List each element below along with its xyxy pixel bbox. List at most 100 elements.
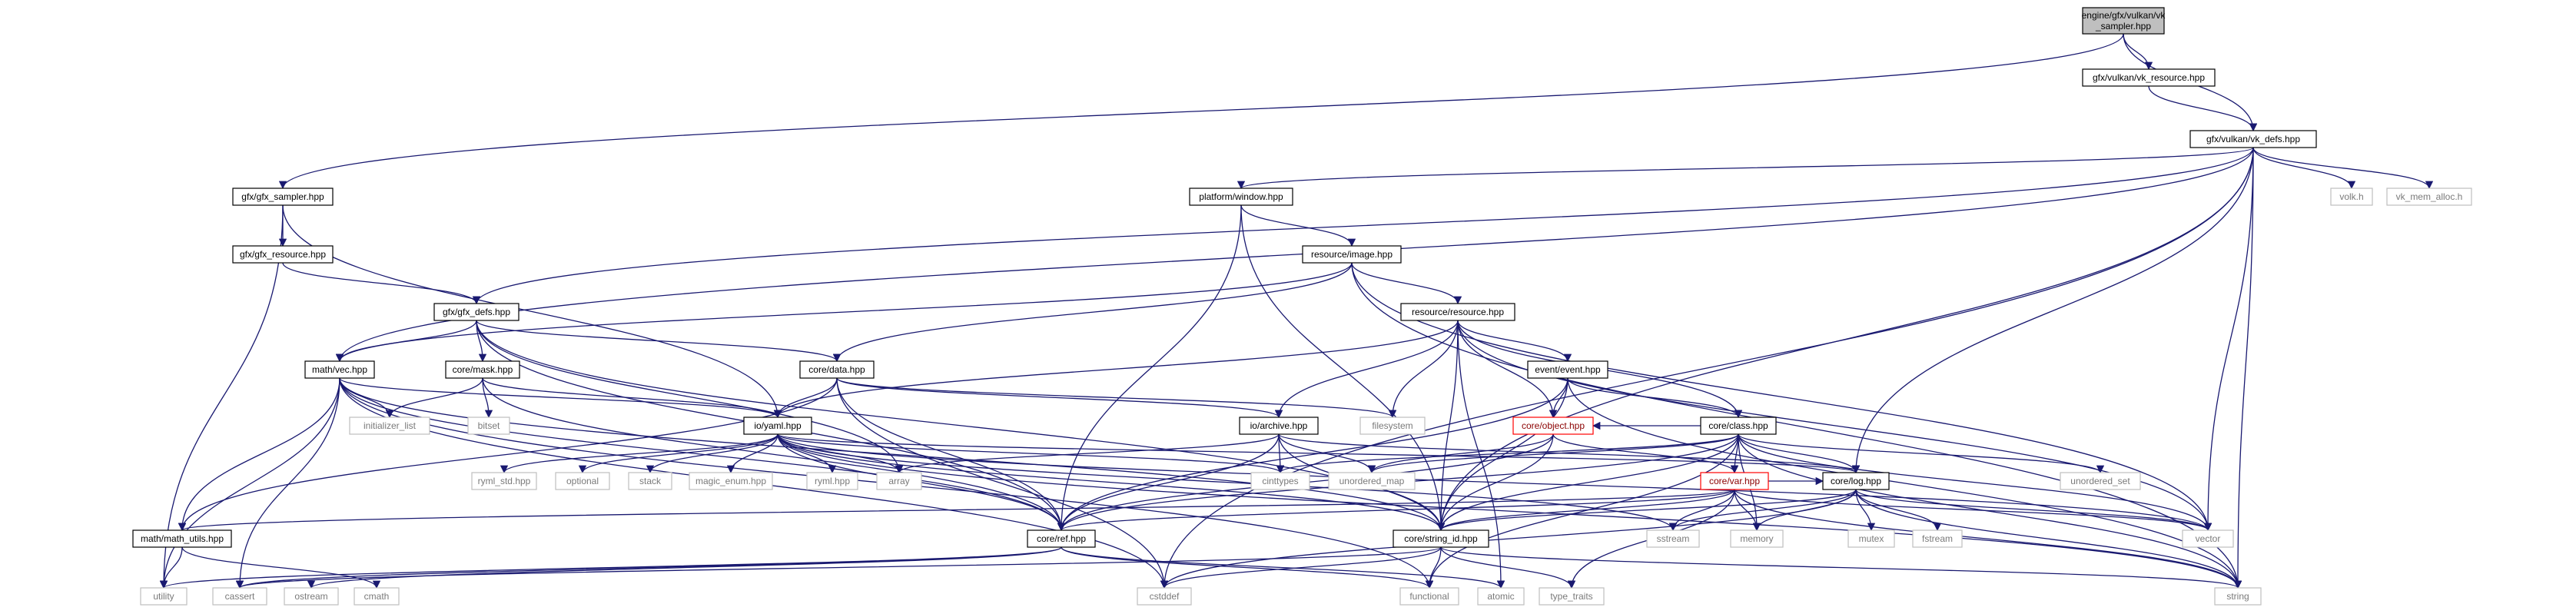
edge-core_class-to-cinttypes — [1276, 433, 1739, 474]
edge-gfx_resource-to-gfx_defs — [282, 262, 481, 305]
node-box — [689, 472, 773, 490]
node-io-yaml[interactable]: io/yaml.hpp — [743, 417, 812, 435]
edge-core_var-to-vector — [1734, 489, 2212, 532]
node-gfx-resource[interactable]: gfx/gfx_resource.hpp — [232, 245, 334, 264]
node-core-log[interactable]: core/log.hpp — [1822, 472, 1890, 490]
node-box — [1512, 417, 1594, 435]
node-box — [2189, 130, 2317, 148]
edge-core_class-to-core_string_id — [1436, 433, 1739, 532]
edge-math_vec-to-core_string_id — [339, 377, 1446, 532]
edge-core_object-to-core_string_id — [1436, 433, 1554, 532]
node-event-event[interactable]: event/event.hpp — [1527, 360, 1608, 379]
edge-vk_defs-to-volk — [2252, 147, 2356, 190]
node-core-data[interactable]: core/data.hpp — [799, 360, 875, 379]
node-stack: stack — [628, 472, 672, 490]
node-label: fstream — [1922, 533, 1953, 544]
edge-vk_defs-to-string — [2233, 147, 2254, 589]
header-nodes: engine/gfx/vulkan/vk_sampler.hpp gfx/vulk… — [132, 7, 2472, 606]
edge-math_utils-to-cmath — [181, 546, 381, 589]
node-box — [140, 587, 188, 606]
node-box — [876, 472, 922, 490]
edge-io_archive-to-core_log — [1278, 433, 1860, 474]
node-label: string — [2226, 591, 2249, 602]
edge-io_yaml-to-string — [777, 433, 2242, 589]
node-core-mask[interactable]: core/mask.hpp — [445, 360, 520, 379]
node-label: cmath — [364, 591, 390, 602]
edge-core_string_id-to-string — [1440, 546, 2242, 589]
edge-math_vec-to-math_utils — [178, 377, 340, 532]
edge-resource_resource-to-filesystem — [1388, 320, 1459, 419]
edge-core_class-to-unordered_map — [1367, 433, 1739, 474]
edge-core_var-to-core_string_id — [1436, 489, 1735, 532]
node-vk-defs[interactable]: gfx/vulkan/vk_defs.hpp — [2189, 130, 2317, 148]
edge-io_yaml-to-magic_enum — [726, 433, 778, 474]
node-label: engine/gfx/vulkan/vk — [2082, 10, 2166, 21]
node-box — [1912, 529, 1963, 548]
node-vk-mem-alloc: vk_mem_alloc.h — [2386, 188, 2472, 206]
node-box — [2082, 7, 2165, 35]
node-platform-window[interactable]: platform/window.hpp — [1189, 188, 1293, 206]
node-label: event/event.hpp — [1535, 364, 1601, 375]
edge-core_ref-to-atomic — [1061, 546, 1505, 589]
node-label: cassert — [225, 591, 255, 602]
node-label: utility — [153, 591, 174, 602]
node-label: core/log.hpp — [1831, 476, 1881, 486]
node-box — [1527, 360, 1608, 379]
node-core-class[interactable]: core/class.hpp — [1700, 417, 1777, 435]
edge-resource_image-to-core_data — [832, 262, 1353, 363]
edge-vk_resource-to-vk_defs — [2148, 85, 2258, 132]
edge-core_class-to-core_log — [1738, 433, 1861, 474]
node-math-utils[interactable]: math/math_utils.hpp — [132, 529, 232, 548]
node-resource-image[interactable]: resource/image.hpp — [1302, 245, 1402, 264]
node-root[interactable]: engine/gfx/vulkan/vk_sampler.hpp — [2082, 7, 2166, 35]
edge-io_archive-to-array — [895, 433, 1280, 474]
node-label: magic_enum.hpp — [695, 476, 766, 486]
edge-io_yaml-to-cinttypes — [777, 433, 1284, 474]
node-io-archive[interactable]: io/archive.hpp — [1239, 417, 1319, 435]
node-label: vector — [2196, 533, 2221, 544]
node-core-string-id[interactable]: core/string_id.hpp — [1393, 529, 1489, 548]
edge-core_var-to-math_utils — [178, 489, 1735, 532]
node-core-var[interactable]: core/var.hpp — [1700, 472, 1769, 490]
node-box — [471, 472, 537, 490]
node-label: unordered_set — [2070, 476, 2130, 486]
node-cstddef: cstddef — [1137, 587, 1192, 606]
node-cassert: cassert — [212, 587, 267, 606]
node-core-object[interactable]: core/object.hpp — [1512, 417, 1594, 435]
node-ryml-std: ryml_std.hpp — [471, 472, 537, 490]
node-unordered-map: unordered_map — [1328, 472, 1416, 490]
node-math-vec[interactable]: math/vec.hpp — [304, 360, 375, 379]
node-label: resource/image.hpp — [1311, 249, 1393, 260]
node-bitset: bitset — [467, 417, 510, 435]
edge-core_class-to-functional — [1425, 433, 1739, 589]
node-atomic: atomic — [1477, 587, 1525, 606]
node-functional: functional — [1399, 587, 1459, 606]
edge-resource_resource-to-io_archive — [1274, 320, 1459, 419]
node-box — [2082, 68, 2216, 87]
edge-platform_window-to-resource_image — [1240, 204, 1356, 247]
node-box — [232, 245, 334, 264]
node-box — [284, 587, 339, 606]
node-label: resource/resource.hpp — [1412, 307, 1504, 317]
node-label: gfx/gfx_defs.hpp — [443, 307, 510, 317]
edge-core_var-to-core_ref — [1057, 489, 1735, 532]
node-box — [1399, 587, 1459, 606]
node-box — [2060, 472, 2141, 490]
node-gfx-sampler[interactable]: gfx/gfx_sampler.hpp — [232, 188, 334, 206]
node-filesystem: filesystem — [1359, 417, 1426, 435]
node-box — [1822, 472, 1890, 490]
edge-core_string_id-to-functional — [1425, 546, 1442, 589]
node-vk-resource[interactable]: gfx/vulkan/vk_resource.hpp — [2082, 68, 2216, 87]
node-label: functional — [1409, 591, 1449, 602]
node-box — [349, 417, 430, 435]
edge-core_data-to-cstddef — [836, 377, 1169, 589]
edge-resource_resource-to-event_event — [1457, 320, 1572, 363]
node-label: gfx/gfx_resource.hpp — [240, 249, 326, 260]
node-core-ref[interactable]: core/ref.hpp — [1027, 529, 1096, 548]
node-label: stack — [639, 476, 662, 486]
node-resource-resource[interactable]: resource/resource.hpp — [1400, 303, 1515, 321]
edge-resource_image-to-string — [1351, 262, 2242, 589]
edge-core_log-to-cstddef — [1160, 489, 1857, 589]
node-box — [2386, 188, 2472, 206]
node-gfx-defs[interactable]: gfx/gfx_defs.hpp — [433, 303, 520, 321]
